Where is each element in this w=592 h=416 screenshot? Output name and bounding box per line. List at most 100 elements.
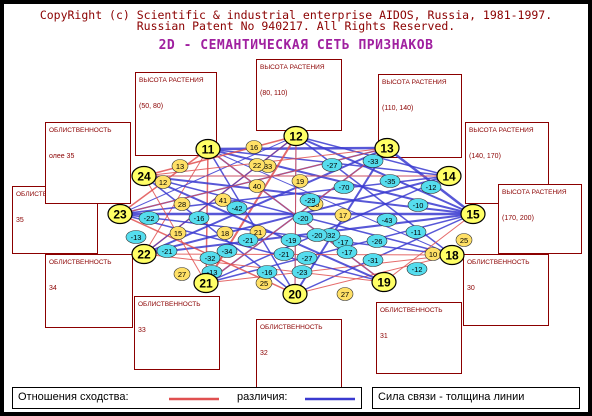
similarity-strength-label: 10: [424, 247, 442, 261]
feature-node-18[interactable]: 18: [439, 244, 465, 266]
similarity-legend-line: [169, 397, 219, 401]
feature-node-20[interactable]: 20: [282, 283, 308, 305]
svg-text:-21: -21: [162, 247, 173, 256]
svg-text:-26: -26: [372, 237, 383, 246]
difference-strength-label: -12: [406, 262, 428, 276]
svg-text:13: 13: [380, 142, 394, 156]
feature-name: ВЫСОТА РАСТЕНИЯ: [382, 79, 447, 86]
difference-strength-label: -31: [362, 253, 384, 267]
similarity-strength-label: 18: [216, 226, 234, 240]
svg-text:27: 27: [341, 290, 349, 299]
strength-legend: Сила связи - толщина линии: [372, 387, 580, 409]
svg-text:-42: -42: [232, 204, 243, 213]
difference-strength-label: -23: [291, 265, 313, 279]
difference-legend-line: [305, 397, 355, 401]
svg-text:-10: -10: [413, 201, 424, 210]
link-22-18: [143, 253, 453, 256]
similarity-strength-label: 12: [154, 175, 172, 189]
difference-strength-label: -26: [366, 234, 388, 248]
svg-text:10: 10: [429, 250, 437, 259]
svg-text:16: 16: [250, 143, 258, 152]
feature-name: ВЫСОТА РАСТЕНИЯ: [139, 77, 204, 84]
feature-node-22[interactable]: 22: [131, 243, 157, 265]
difference-strength-label: -21: [273, 247, 295, 261]
difference-strength-label: -27: [321, 158, 343, 172]
feature-name: ВЫСОТА РАСТЕНИЯ: [469, 127, 534, 134]
difference-strength-label: -10: [407, 198, 429, 212]
feature-node-13[interactable]: 13: [374, 137, 400, 159]
feature-name: ВЫСОТА РАСТЕНИЯ: [502, 189, 567, 196]
difference-strength-label: -21: [237, 233, 259, 247]
difference-strength-label: -16: [256, 265, 278, 279]
svg-text:-16: -16: [262, 268, 273, 277]
svg-text:-35: -35: [385, 177, 396, 186]
similarity-strength-label: 25: [455, 233, 473, 247]
similarity-strength-label: 27: [336, 287, 354, 301]
difference-strength-label: -11: [405, 225, 427, 239]
difference-strength-label: -13: [125, 230, 147, 244]
difference-strength-label: -16: [188, 211, 210, 225]
feature-node-11[interactable]: 11: [195, 138, 221, 160]
feature-node-12[interactable]: 12: [283, 125, 309, 147]
link-15-19: [383, 213, 474, 283]
difference-strength-label: -20: [292, 211, 314, 225]
similarity-strength-label: 41: [214, 193, 232, 207]
feature-node-14[interactable]: 14: [436, 165, 462, 187]
similarity-strength-label: 27: [173, 267, 191, 281]
aidos-window: CopyRight (c) Scientific & industrial en…: [4, 4, 588, 412]
relation-legend: Отношения сходства: различия:: [12, 387, 362, 409]
svg-text:-34: -34: [222, 247, 233, 256]
svg-text:-17: -17: [342, 248, 353, 257]
svg-text:-32: -32: [205, 254, 216, 263]
svg-text:28: 28: [178, 200, 186, 209]
svg-text:-21: -21: [279, 250, 290, 259]
link-15-20: [294, 213, 474, 295]
feature-box-18: ОБЛИСТВЕННОСТЬ 30: [463, 254, 549, 326]
similarity-strength-label: 40: [248, 179, 266, 193]
feature-value: (50, 80): [139, 103, 164, 110]
feature-value: 32: [260, 350, 268, 357]
svg-text:19: 19: [296, 177, 304, 186]
svg-text:-13: -13: [207, 268, 218, 277]
feature-value: 35: [16, 217, 24, 224]
feature-node-24[interactable]: 24: [131, 165, 157, 187]
svg-text:19: 19: [377, 276, 391, 290]
difference-strength-label: -27: [296, 251, 318, 265]
similarity-strength-label: 15: [169, 226, 187, 240]
feature-name: ОБЛИСТВЕННОСТЬ: [138, 301, 201, 308]
svg-text:25: 25: [260, 279, 268, 288]
feature-node-15[interactable]: 15: [460, 203, 486, 225]
svg-text:23: 23: [113, 208, 127, 222]
link-19-23: [119, 213, 385, 283]
svg-text:-20: -20: [312, 231, 323, 240]
feature-node-19[interactable]: 19: [371, 271, 397, 293]
link-12-15: [295, 135, 474, 215]
difference-strength-label: -33: [362, 154, 384, 168]
difference-legend-label: различия:: [237, 391, 288, 403]
feature-node-21[interactable]: 21: [193, 272, 219, 294]
svg-text:-43: -43: [382, 216, 393, 225]
svg-text:-29: -29: [305, 196, 316, 205]
feature-value: 30: [467, 285, 475, 292]
similarity-strength-label: 22: [248, 158, 266, 172]
svg-text:40: 40: [253, 182, 261, 191]
svg-text:15: 15: [466, 208, 480, 222]
svg-text:-16: -16: [194, 214, 205, 223]
difference-strength-label: -12: [420, 180, 442, 194]
feature-value: 31: [380, 333, 388, 340]
svg-text:-20: -20: [298, 214, 309, 223]
difference-strength-label: -43: [376, 213, 398, 227]
feature-value: (110, 140): [382, 105, 414, 112]
svg-text:17: 17: [339, 211, 347, 220]
svg-text:12: 12: [159, 178, 167, 187]
svg-text:11: 11: [202, 143, 215, 157]
svg-text:21: 21: [254, 228, 262, 237]
feature-name: ОБЛИСТВЕННОСТЬ: [467, 259, 530, 266]
feature-name: ОБЛИСТВЕННОСТЬ: [380, 307, 443, 314]
feature-node-23[interactable]: 23: [107, 203, 133, 225]
feature-name: ОБЛИСТВЕННОСТЬ: [49, 259, 112, 266]
feature-value: (80, 110): [260, 90, 288, 97]
